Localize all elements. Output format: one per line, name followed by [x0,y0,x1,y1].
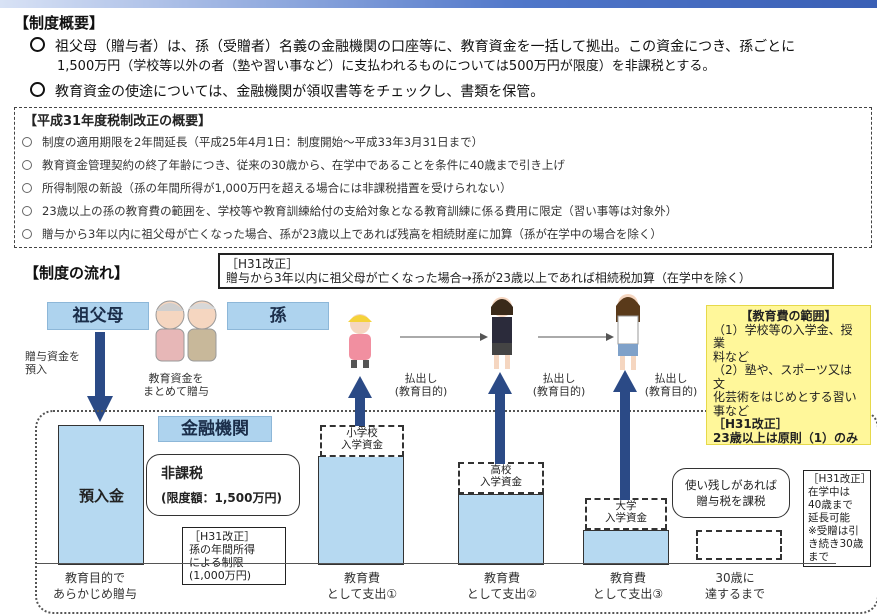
reform-item-1: 制度の適用期限を2年間延長（平成25年4月1日：制度開始～平成33年3月31日ま… [22,134,483,150]
inheritance-callout: ［H31改正］ 贈与から3年以内に祖父母が亡くなった場合→孫が23歳以上であれば… [218,253,834,289]
elementary-fund-box: 小学校入学資金 [320,425,404,457]
reform-summary-box [14,107,872,248]
bottom-label-age-30: 30歳に達するまで [704,571,765,601]
bullet-circle-icon [22,160,32,170]
education-scope-note: 【教育費の範囲】 （1）学校等の入学金、授業料など （2）塾や、スポーツ又は文化… [706,305,871,445]
callout-text: 贈与から3年以内に祖父母が亡くなった場合→孫が23歳以上であれば相続税加算（在学… [226,271,751,285]
bank-label: 金融機関 [158,416,272,442]
reform-item-4: 23歳以上の孫の教育費の範囲を、学校等や教育訓練給付の支給対象となる教育訓練に係… [22,203,677,219]
tax-free-bubble: 非課税 (限度額：1,500万円) [146,454,300,516]
bullet-circle-icon [22,206,32,216]
grandparents-illustration [155,300,217,362]
bottom-label-expense-2: 教育費として支出② [466,571,538,601]
remaining-balance-box [696,530,782,560]
university-student-illustration [616,294,640,370]
deposit-label: 預入金 [78,487,124,505]
bullet-circle-icon [22,137,32,147]
bottom-label-gift: 教育目的であらかじめ贈与 [52,571,137,601]
growth-arrow-2 [538,333,614,341]
university-fund-bar [583,530,669,565]
flow-heading: 【制度の流れ】 [24,264,130,282]
leftover-tax-bubble: 使い残しがあれば贈与税を課税 [672,468,790,518]
bulk-gift-note: 教育資金をまとめて贈与 [143,372,209,398]
elementary-child-illustration [348,314,372,368]
bottom-label-expense-1: 教育費として支出① [326,571,398,601]
withdraw-note-1: 払出し(教育目的) [394,372,448,398]
reform-item-3: 所得制限の新設（孫の年間所得が1,000万円を超える場合には非課税措置を受けられ… [22,180,512,196]
high-school-fund-box: 高校入学資金 [458,462,544,494]
deposit-bar [58,425,144,565]
bottom-label-expense-3: 教育費として支出③ [592,571,664,601]
income-limit-callout: ［H31改正］孫の年間所得による制限(1,000万円) [182,527,286,585]
high-school-up-arrow [488,372,512,464]
reform-item-5: 贈与から3年以内に祖父母が亡くなった場合、孫が23歳以上であれば残高を相続財産に… [22,226,662,242]
top-accent-bar [0,0,877,8]
tax-free-limit: (限度額：1,500万円) [161,491,282,505]
bullet-circle-icon [22,229,32,239]
deposit-down-arrow [87,332,113,422]
high-school-student-illustration [491,297,513,369]
bullet-circle-icon [30,82,45,97]
elementary-up-arrow [348,376,372,426]
overview-bullet-2: 教育資金の使途については、金融機関が領収書等をチェックし、書類を保管。 [30,82,544,102]
bullet-circle-icon [22,183,32,193]
grandparents-label: 祖父母 [47,302,149,330]
university-fund-box: 大学入学資金 [585,498,667,530]
callout-tag: ［H31改正］ [226,257,299,271]
reform-title: 【平成31年度税制改正の概要】 [24,114,212,129]
grandchild-label: 孫 [227,302,329,330]
growth-arrow-1 [400,333,488,341]
university-up-arrow [613,370,637,500]
bullet-circle-icon [30,37,45,52]
elementary-fund-bar [318,456,404,565]
reform-item-2: 教育資金管理契約の終了年齢につき、従来の30歳から、在学中であることを条件に40… [22,157,565,173]
withdraw-note-2: 払出し(教育目的) [532,372,586,398]
high-school-fund-bar [458,494,544,565]
withdraw-note-3: 払出し(教育目的) [644,372,698,398]
overview-bullet-1-cont: 1,500万円（学校等以外の者（塾や習い事など）に支払われるものについては500… [57,59,716,74]
timeline-baseline [36,563,836,564]
tax-free-title: 非課税 [161,466,203,482]
overview-heading: 【制度概要】 [14,14,105,32]
overview-bullet-1: 祖父母（贈与者）は、孫（受贈者）名義の金融機関の口座等に、教育資金を一括して拠出… [30,37,795,57]
deposit-note: 贈与資金を預入 [25,350,80,376]
